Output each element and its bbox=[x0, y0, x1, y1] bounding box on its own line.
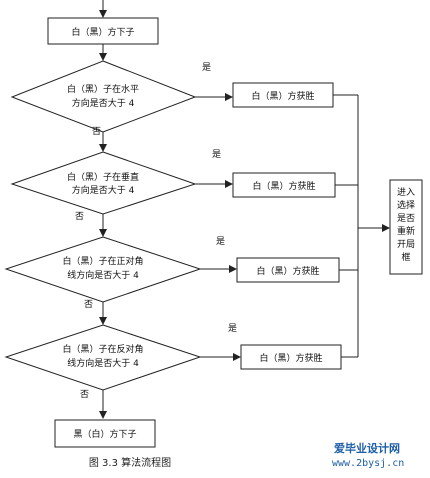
decision-horizontal-line1: 白（黑）子在水平 bbox=[67, 83, 139, 95]
yes-label-4: 是 bbox=[228, 323, 237, 334]
no-label-3: 否 bbox=[84, 299, 93, 310]
end-box: 黑（白）方下子 bbox=[54, 419, 156, 448]
figure-caption: 图 3.3 算法流程图 bbox=[89, 456, 171, 469]
decision-diagonal-line2: 线方向是否大于 4 bbox=[67, 269, 139, 281]
win-box-1: 白（黑）方获胜 bbox=[232, 82, 334, 108]
win-box-2-label: 白（黑）方获胜 bbox=[252, 180, 315, 192]
decision-horizontal: 白（黑）子在水平 方向是否大于 4 bbox=[10, 60, 197, 133]
win-box-3: 白（黑）方获胜 bbox=[236, 257, 340, 283]
win-box-4: 白（黑）方获胜 bbox=[240, 344, 342, 370]
restart-line1: 进入 bbox=[397, 187, 415, 198]
decision-anti-diagonal-line2: 线方向是否大于 4 bbox=[67, 357, 139, 369]
restart-line3: 是否 bbox=[397, 213, 415, 224]
decision-anti-diagonal: 白（黑）子在反对角 线方向是否大于 4 bbox=[4, 324, 202, 391]
watermark-title: 爱毕业设计网 bbox=[334, 441, 400, 455]
yes-label-1: 是 bbox=[202, 62, 211, 73]
no-label-4: 否 bbox=[80, 389, 89, 400]
watermark-url: www.2bysj.cn bbox=[332, 458, 404, 469]
decision-vertical-line2: 方向是否大于 4 bbox=[72, 184, 135, 196]
yes-label-2: 是 bbox=[212, 149, 221, 160]
decision-vertical: 白（黑）子在垂直 方向是否大于 4 bbox=[10, 151, 197, 215]
no-label-2: 否 bbox=[75, 211, 84, 222]
start-label: 白（黑）方下子 bbox=[71, 26, 134, 38]
decision-anti-diagonal-line1: 白（黑）子在反对角 bbox=[62, 343, 143, 355]
decision-horizontal-line2: 方向是否大于 4 bbox=[72, 97, 135, 109]
yes-label-3: 是 bbox=[216, 236, 225, 247]
win-box-1-label: 白（黑）方获胜 bbox=[251, 90, 314, 102]
restart-line2: 选择 bbox=[397, 199, 415, 211]
end-label: 黑（白）方下子 bbox=[73, 428, 136, 440]
win-box-2: 白（黑）方获胜 bbox=[232, 172, 336, 198]
start-box: 白（黑）方下子 bbox=[47, 17, 159, 45]
win-box-3-label: 白（黑）方获胜 bbox=[256, 265, 319, 277]
restart-line4: 重新 bbox=[397, 225, 415, 237]
decision-diagonal-line1: 白（黑）子在正对角 bbox=[62, 255, 143, 267]
decision-diagonal: 白（黑）子在正对角 线方向是否大于 4 bbox=[4, 236, 202, 303]
decision-vertical-line1: 白（黑）子在垂直 bbox=[67, 171, 139, 183]
no-label-1: 否 bbox=[92, 126, 101, 137]
restart-box: 进入 选择 是否 重新 开局 框 bbox=[389, 179, 423, 275]
win-box-4-label: 白（黑）方获胜 bbox=[259, 352, 322, 364]
restart-line6: 框 bbox=[401, 251, 410, 263]
restart-line5: 开局 bbox=[397, 239, 415, 250]
